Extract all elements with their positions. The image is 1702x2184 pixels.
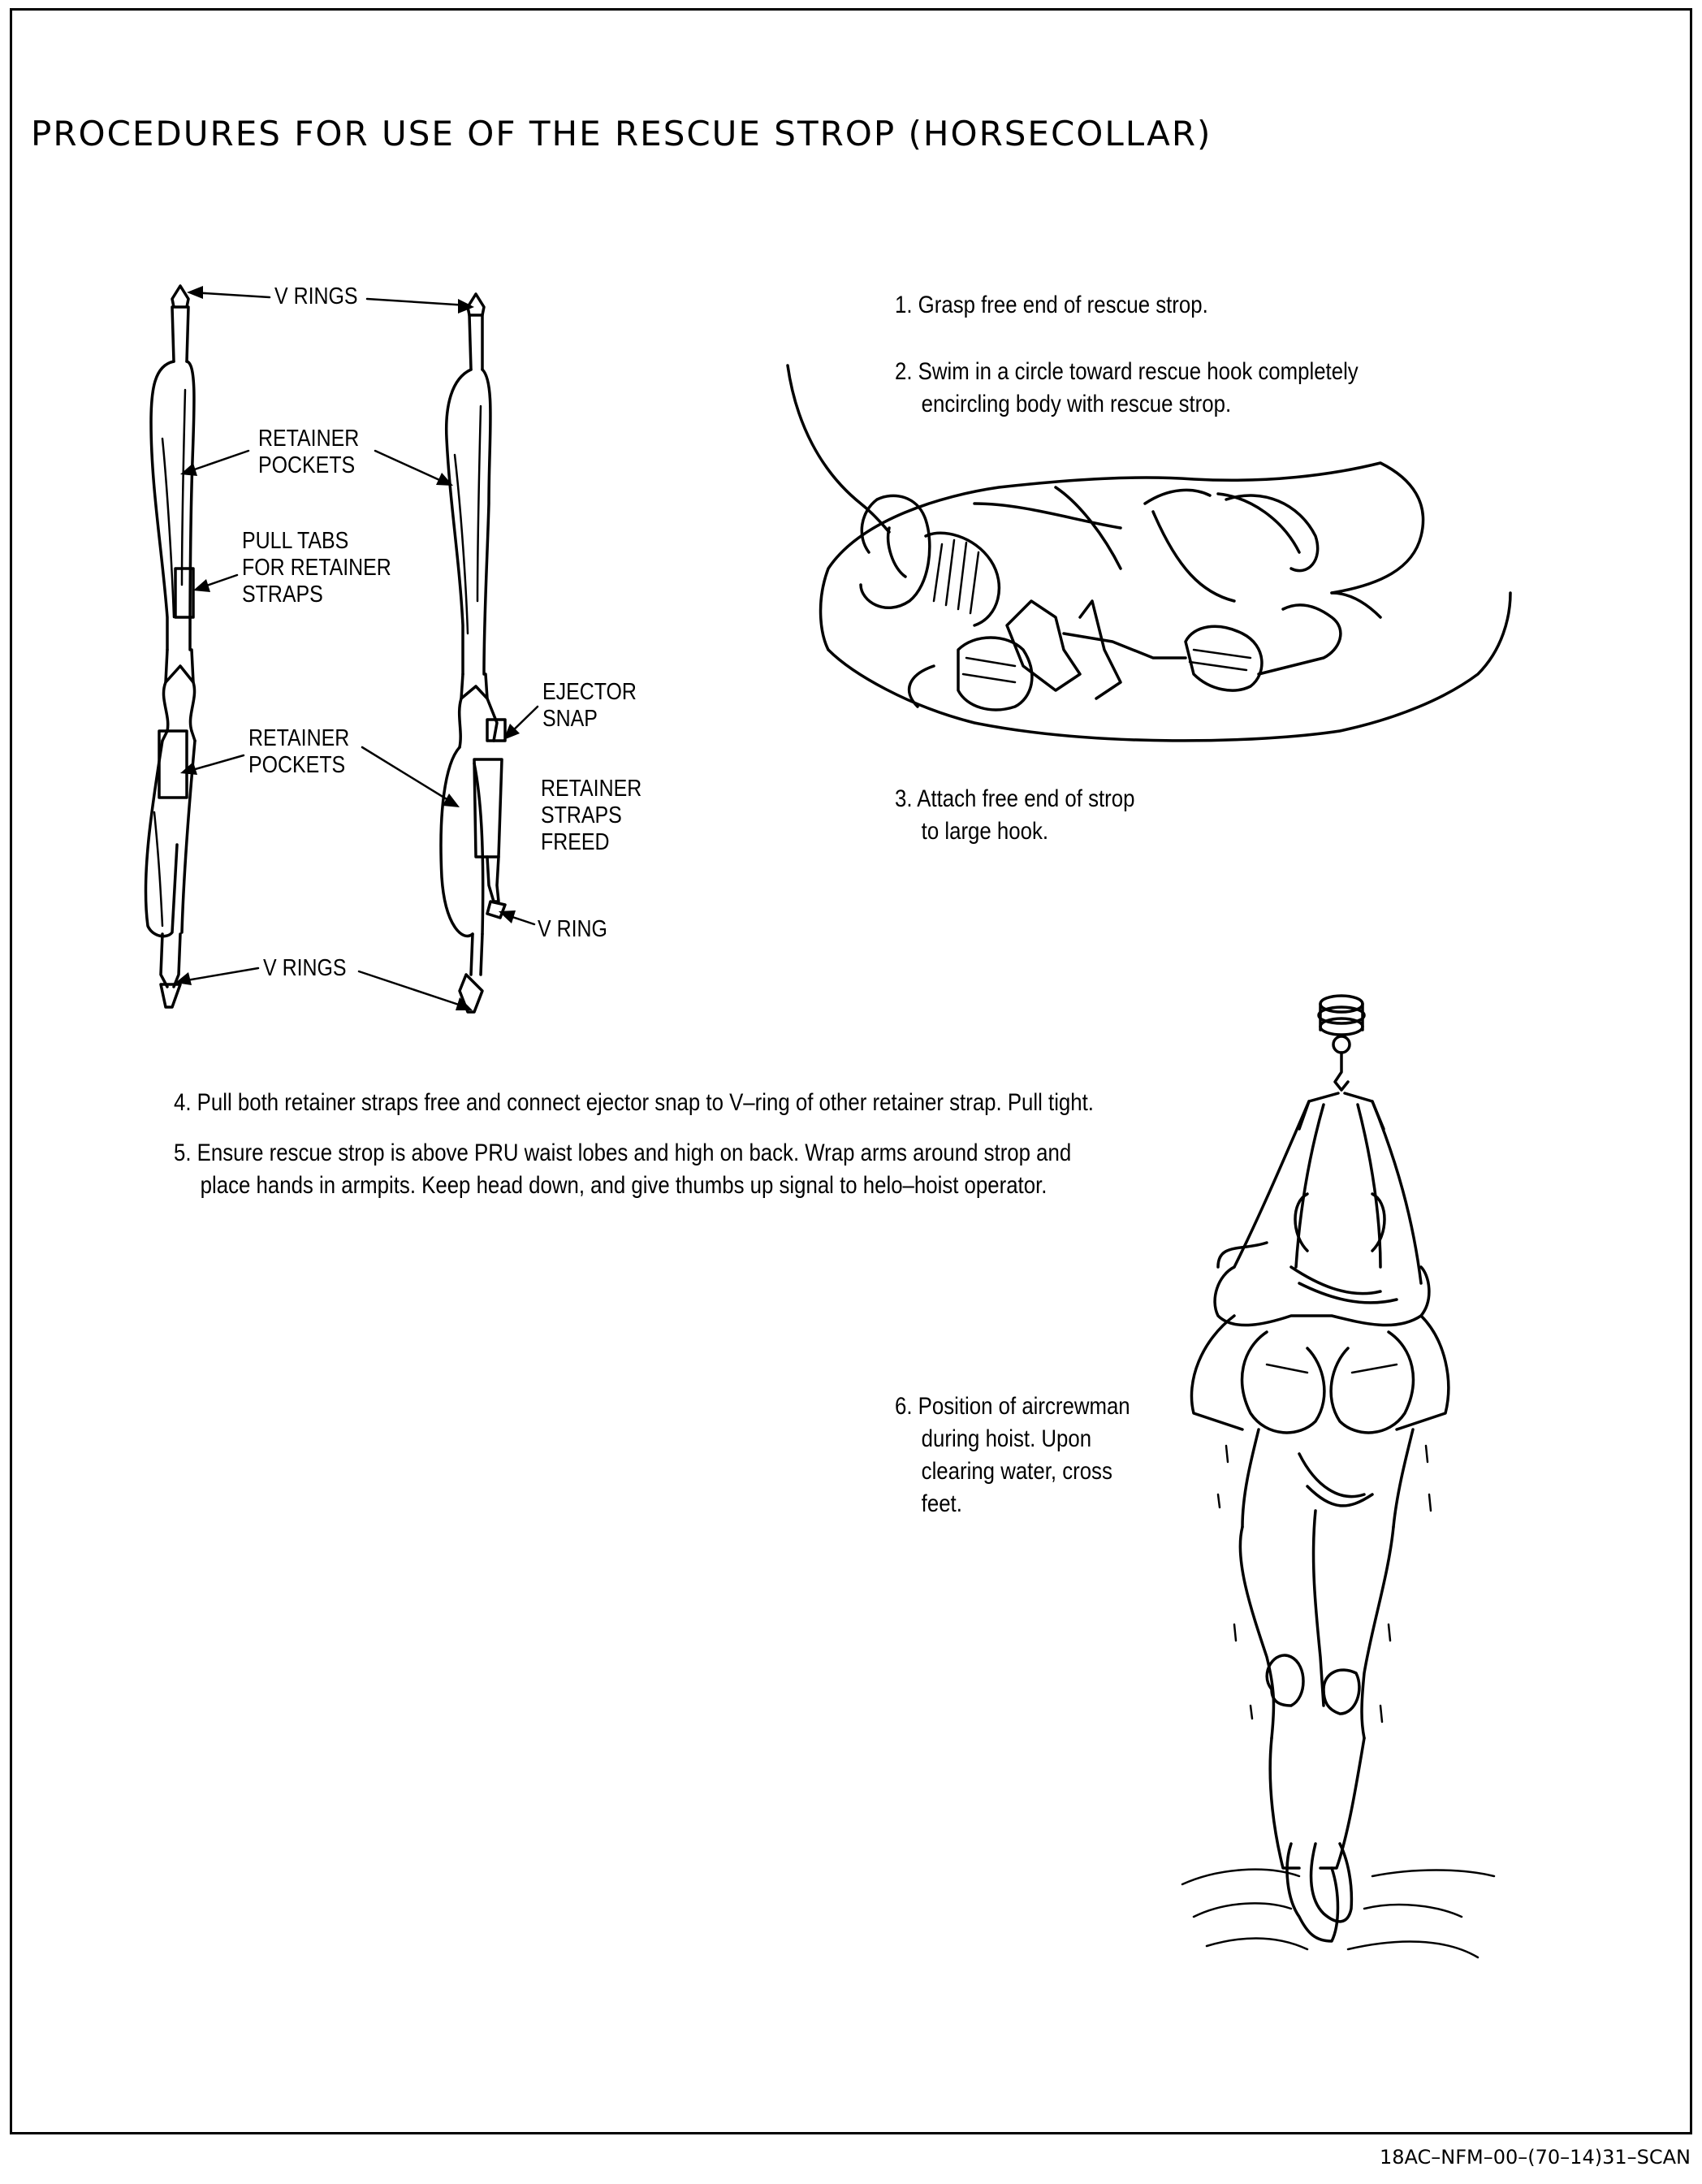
step-3: 3. Attach free end of strop to large hoo… <box>895 783 1134 848</box>
v-ring-icon <box>468 294 484 315</box>
hoisted-aircrewman-illustration <box>1182 996 1494 1957</box>
step-6: 6. Position of aircrewman during hoist. … <box>895 1390 1130 1520</box>
label-v-rings-top: V RINGS <box>274 283 358 310</box>
v-ring-icon <box>161 984 180 1007</box>
step-5: 5. Ensure rescue strop is above PRU wais… <box>174 1137 1071 1202</box>
swimmer-illustration <box>788 365 1510 741</box>
step-1: 1. Grasp free end of rescue strop. <box>895 289 1208 322</box>
label-ejector-snap: EJECTOR SNAP <box>542 679 637 733</box>
label-v-ring: V RING <box>538 916 607 943</box>
v-ring-icon <box>487 902 505 918</box>
label-pull-tabs: PULL TABS FOR RETAINER STRAPS <box>242 528 391 608</box>
strop-freed-illustration <box>441 294 505 1012</box>
step-4: 4. Pull both retainer straps free and co… <box>174 1087 1094 1119</box>
label-v-rings-bottom: V RINGS <box>263 955 347 982</box>
label-retainer-pockets-bottom: RETAINER POCKETS <box>248 725 349 779</box>
v-ring-icon <box>172 286 188 307</box>
strop-closed-illustration <box>145 286 195 1007</box>
document-id: 18AC–NFM–00–(70–14)31–SCAN <box>1380 2146 1691 2169</box>
step-2: 2. Swim in a circle toward rescue hook c… <box>895 356 1359 421</box>
label-retainer-pockets-top: RETAINER POCKETS <box>258 426 359 479</box>
label-retainer-straps-freed: RETAINER STRAPS FREED <box>541 776 641 856</box>
